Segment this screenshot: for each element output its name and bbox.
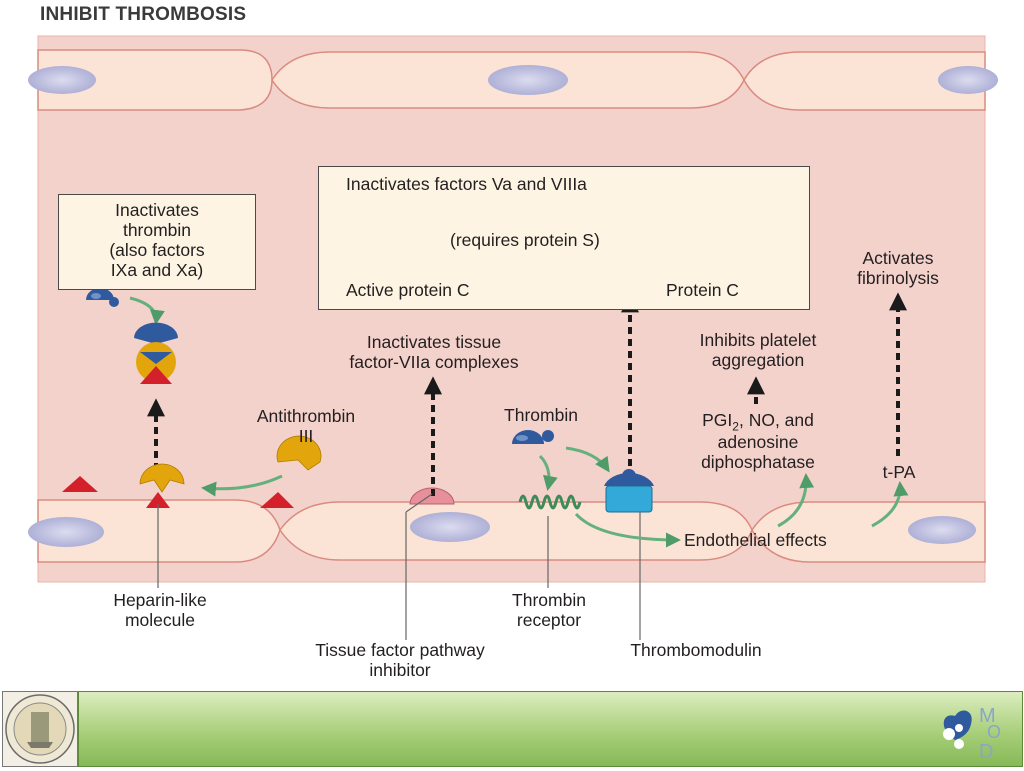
tfpi-effect-line-1: Inactivates tissue: [366, 332, 502, 352]
pgi-text: PGI: [702, 410, 733, 430]
thrombin-receptor-label-1: Thrombin: [512, 590, 586, 610]
green-arrow: [777, 473, 815, 528]
protein-c-requires: (requires protein S): [450, 230, 600, 250]
antithrombin-label-2: III: [298, 426, 314, 446]
footer-gradient: [78, 691, 1023, 767]
pgi-line-1: PGI2, NO, and: [650, 410, 866, 437]
thrombomodulin-label: Thrombomodulin: [630, 640, 762, 660]
active-protein-c: Active protein C: [346, 280, 470, 300]
footer-bar: [0, 688, 1024, 768]
nucleus-icon: [28, 66, 96, 94]
antithrombin-effect-line-1: Inactivates: [115, 200, 199, 220]
antithrombin-effect-line-2: thrombin: [122, 220, 192, 240]
university-seal-icon: [2, 691, 78, 767]
heparin-label-1: Heparin-like: [113, 590, 207, 610]
nucleus-icon: [410, 512, 490, 542]
platelet-line-1: Inhibits platelet: [699, 330, 817, 350]
thrombomodulin-icon: [604, 469, 654, 513]
svg-text:O: O: [987, 722, 1001, 742]
pgi-line-2: adenosine: [717, 432, 799, 452]
antithrombin-effect-box: [58, 194, 256, 290]
antithrombin-icon: [276, 435, 322, 471]
mod-logo-text: M: [979, 705, 996, 727]
mod-logo-icon: M O D: [943, 705, 1001, 762]
thrombin-receptor-label-2: receptor: [516, 610, 582, 630]
tpa-label: t-PA: [882, 462, 916, 482]
antithrombin-label-1: Antithrombin: [256, 406, 356, 426]
antithrombin-effect-line-4: IXa and Xa): [110, 260, 204, 280]
nucleus-icon: [938, 66, 998, 94]
tfpi-label-2: inhibitor: [369, 660, 431, 680]
nucleus-icon: [908, 516, 976, 544]
green-arrow: [201, 474, 283, 497]
top-endothelium: [28, 49, 998, 111]
protein-c: Protein C: [666, 280, 739, 300]
nucleus-icon: [488, 65, 568, 95]
protein-c-inactivates: Inactivates factors Va and VIIIa: [346, 174, 587, 194]
factor-icon: [62, 476, 98, 492]
nucleus-icon: [28, 517, 104, 547]
thrombin-antithrombin-complex-icon: [134, 322, 178, 384]
pgi-rest: , NO, and: [738, 410, 814, 430]
factor-icon: [260, 492, 294, 508]
fibrinolysis-line-2: fibrinolysis: [857, 268, 939, 288]
green-arrow: [574, 512, 681, 548]
antithrombin-icon: [139, 463, 185, 508]
thrombin-label: Thrombin: [504, 405, 578, 425]
pgi-line-3: diphosphatase: [701, 452, 815, 472]
green-arrow: [565, 446, 610, 473]
thrombin-receptor-icon: [518, 494, 582, 510]
tfpi-label-1: Tissue factor pathway: [315, 640, 485, 660]
tfpi-effect-line-2: factor-VIIa complexes: [349, 352, 519, 372]
green-arrow: [871, 481, 909, 528]
antithrombin-effect-line-3: (also factors: [109, 240, 205, 260]
bottom-endothelium: [28, 499, 986, 563]
pgi-subscript: 2: [732, 419, 739, 434]
protein-c-box: [318, 166, 810, 310]
platelet-line-2: aggregation: [711, 350, 805, 370]
thrombin-icon: [512, 430, 554, 444]
svg-text:D: D: [979, 741, 993, 762]
endothelial-effects-label: Endothelial effects: [684, 530, 827, 550]
fibrinolysis-line-1: Activates: [862, 248, 934, 268]
heparin-label-2: molecule: [124, 610, 196, 630]
page-title: INHIBIT THROMBOSIS: [40, 4, 247, 25]
green-arrow: [129, 296, 165, 325]
thrombin-icon: [86, 288, 119, 307]
green-arrow: [538, 454, 558, 491]
